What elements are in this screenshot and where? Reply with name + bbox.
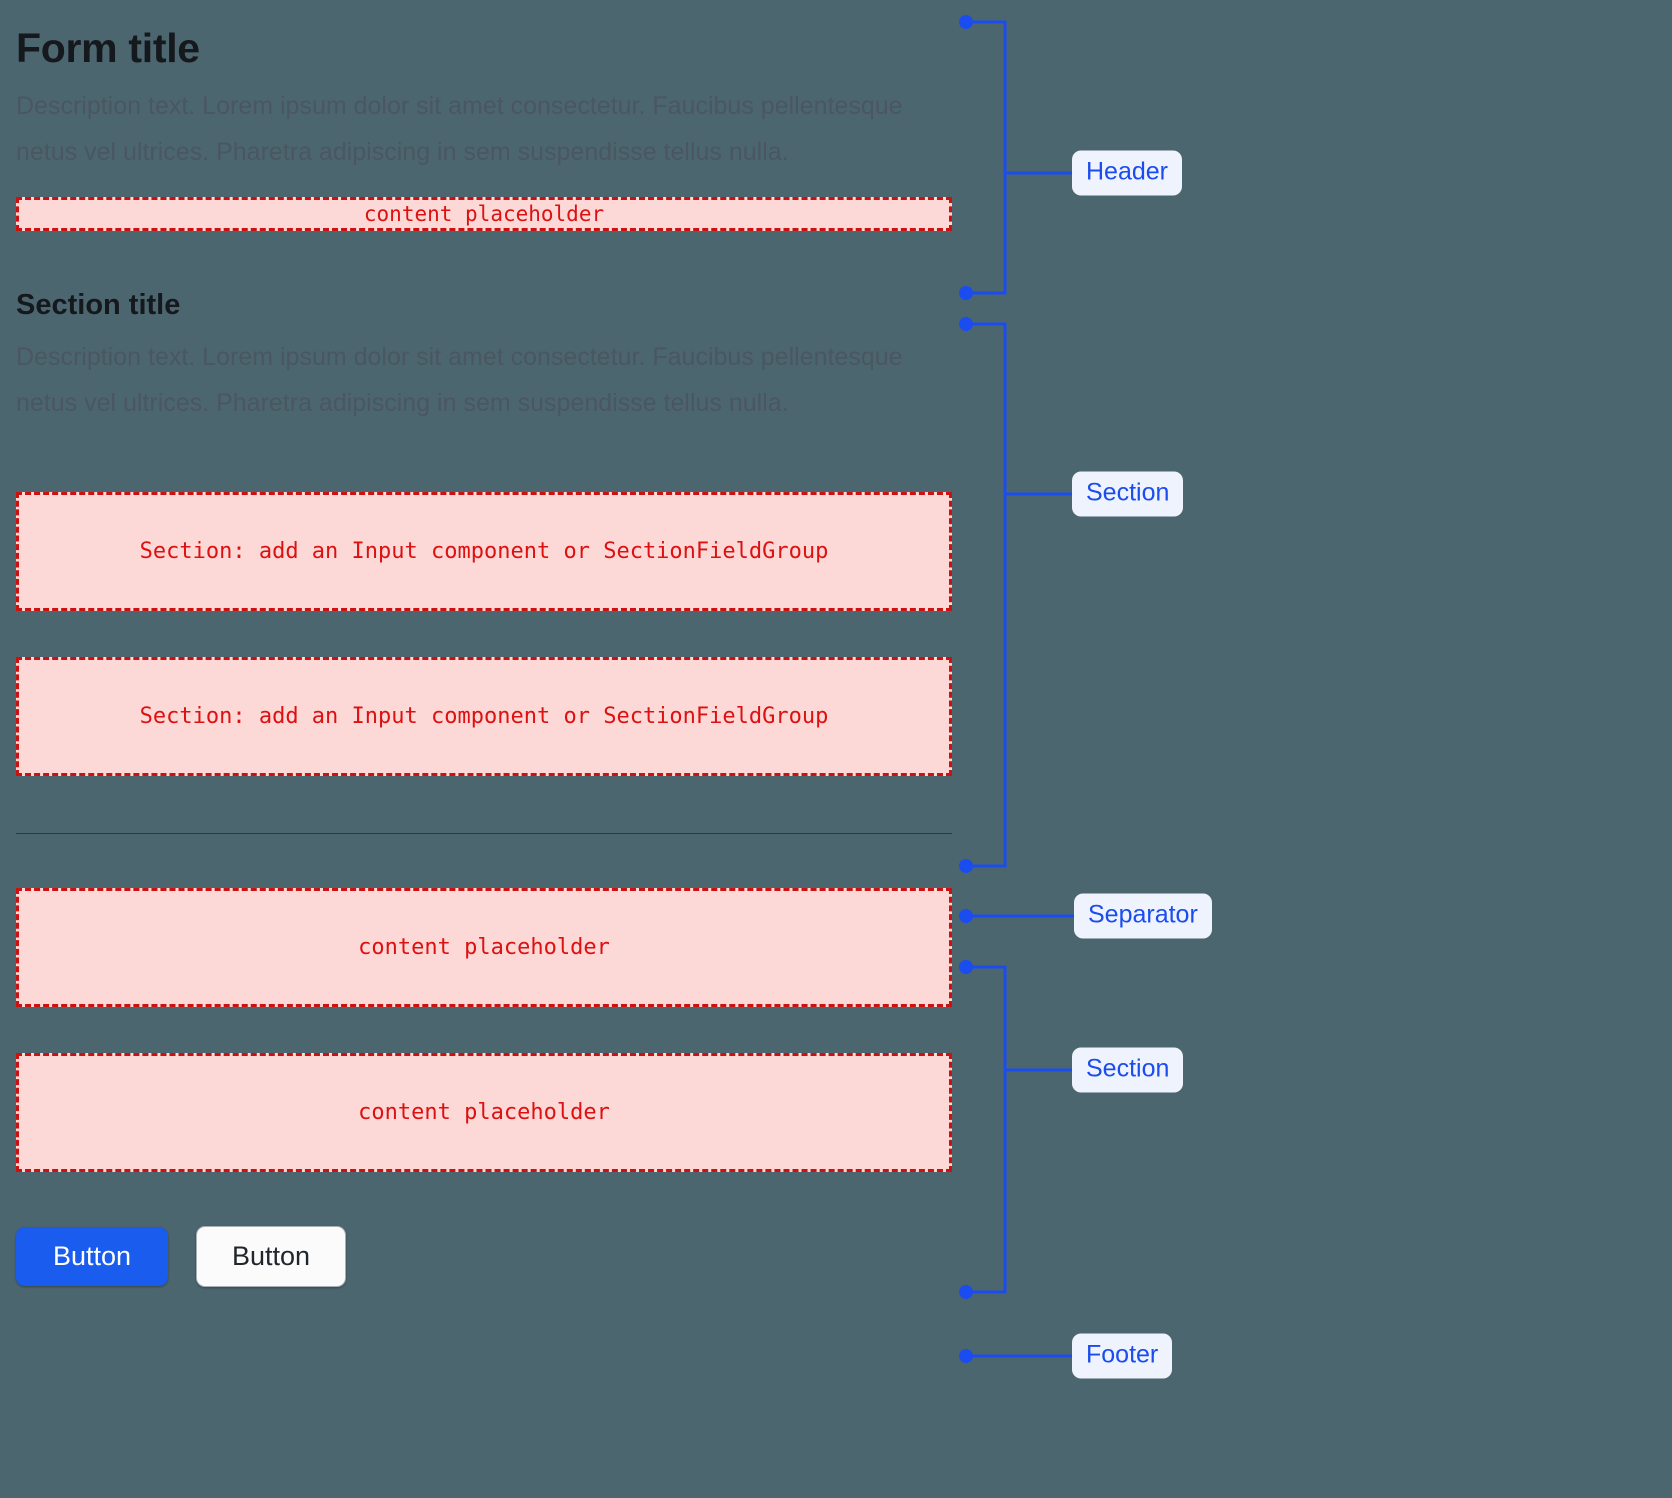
page-title: Form title	[16, 25, 200, 71]
section-field-placeholder-2[interactable]: Section: add an Input component or Secti…	[16, 657, 952, 777]
annotation-label-section-two[interactable]: Section	[1072, 1047, 1184, 1093]
annotation-label-section-one[interactable]: Section	[1072, 471, 1184, 517]
section-one-bracket	[966, 322, 1007, 868]
secondary-button[interactable]: Button	[196, 1226, 346, 1288]
form-footer: Button Button	[16, 1226, 952, 1288]
form-header: Form title Description text. Lorem ipsum…	[16, 0, 952, 232]
section-two: content placeholder content placeholder	[16, 888, 952, 1173]
section-one-description: Description text. Lorem ipsum dolor sit …	[16, 343, 903, 417]
section-one: Section title Description text. Lorem ip…	[16, 288, 952, 777]
annotation-label-footer[interactable]: Footer	[1072, 1333, 1173, 1379]
annotation-label-separator[interactable]: Separator	[1074, 893, 1212, 939]
section-two-bracket	[966, 965, 1007, 1294]
primary-button[interactable]: Button	[16, 1227, 168, 1287]
section-field-placeholder-1[interactable]: Section: add an Input component or Secti…	[16, 492, 952, 612]
header-description: Description text. Lorem ipsum dolor sit …	[16, 92, 903, 166]
form-column: Form title Description text. Lorem ipsum…	[16, 0, 952, 1288]
annotation-anchor-dots	[959, 15, 973, 1363]
section-one-title: Section title	[16, 289, 181, 322]
separator	[16, 833, 952, 835]
section-two-content-placeholder-1[interactable]: content placeholder	[16, 888, 952, 1008]
section-two-content-placeholder-2[interactable]: content placeholder	[16, 1053, 952, 1173]
annotation-label-header[interactable]: Header	[1072, 150, 1182, 196]
header-bracket	[966, 20, 1007, 295]
header-content-placeholder[interactable]: content placeholder	[16, 197, 952, 232]
